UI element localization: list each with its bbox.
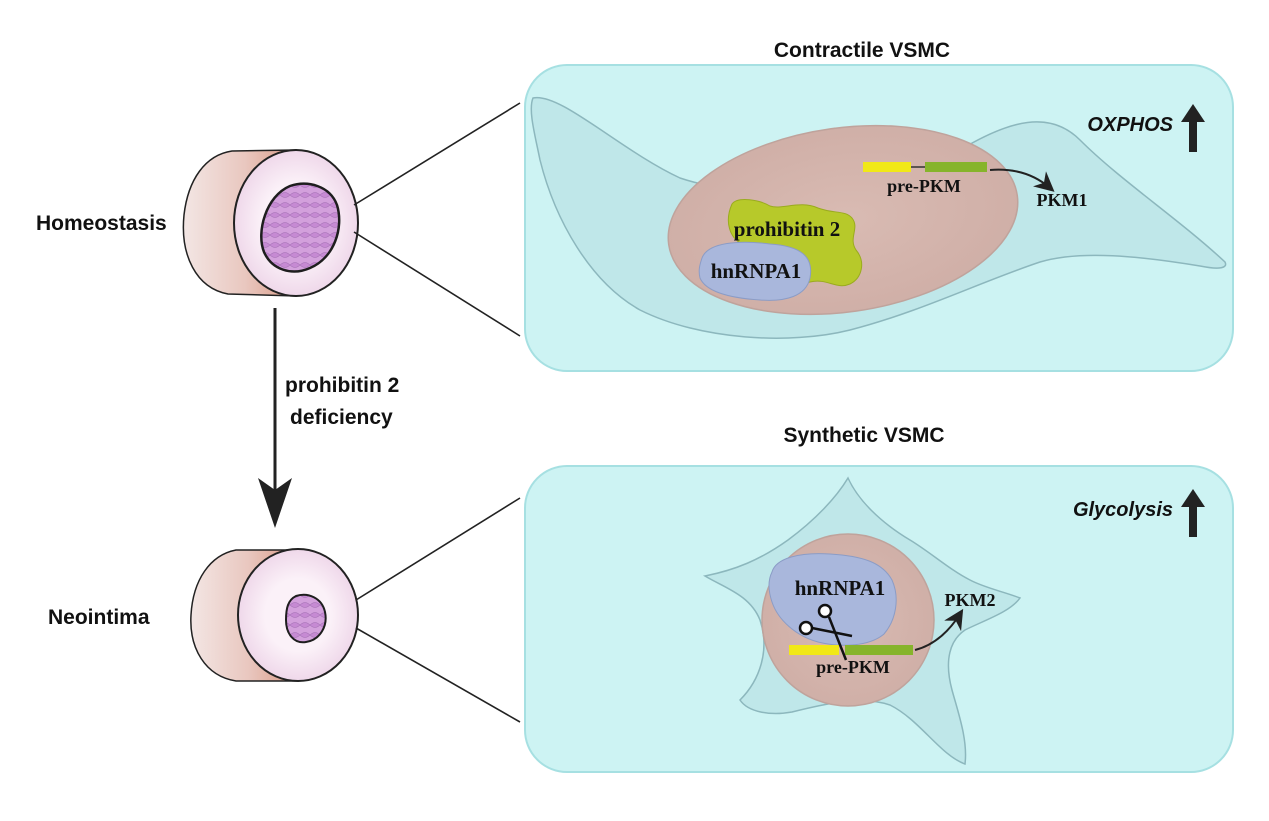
pkm1-label: PKM1 (1037, 190, 1088, 210)
hnrnpa1-protein-bottom (768, 553, 897, 646)
vessel-neointima-lumen (284, 593, 327, 644)
top-panel-title: Contractile VSMC (774, 39, 950, 62)
neointima-label: Neointima (48, 606, 150, 629)
oxphos-up-arrow-icon (1181, 104, 1205, 152)
prohibitin2-label: prohibitin 2 (734, 217, 840, 241)
pre-pkm-exon-yellow-top (863, 162, 911, 172)
scissors-icon (798, 603, 853, 661)
transition-down-arrow-icon (258, 308, 292, 528)
glycolysis-label: Glycolysis (1073, 499, 1173, 521)
vessel-neointima (190, 548, 359, 682)
hnrnpa1-label-top: hnRNPA1 (711, 259, 802, 283)
hnrnpa1-protein-top (698, 241, 812, 301)
pkm2-label: PKM2 (945, 590, 996, 610)
oxphos-label: OXPHOS (1087, 114, 1173, 136)
pre-pkm-label-bottom: pre-PKM (816, 657, 890, 677)
pre-pkm-exon-yellow-bottom (789, 645, 839, 655)
pre-pkm-label-top: pre-PKM (887, 176, 961, 196)
glycolysis-up-arrow-icon (1181, 489, 1205, 537)
homeostasis-label: Homeostasis (36, 212, 167, 235)
transition-label-line2: deficiency (290, 406, 393, 429)
top-panel: Contractile VSMC prohibitin 2 hnRNPA1 pr… (524, 39, 1234, 372)
zoom-line-bottom-upper (355, 497, 521, 601)
bottom-panel: Synthetic VSMC hnRNPA1 pre-PKM PKM2 Glyc… (524, 424, 1234, 773)
zoom-line-top-upper (353, 102, 521, 206)
splice-arrow-pkm2 (914, 608, 964, 651)
splice-arrow-pkm1 (989, 168, 1055, 192)
transition-label-line1: prohibitin 2 (285, 374, 399, 397)
vessel-homeostasis (182, 149, 359, 297)
pre-pkm-exon-green-top (925, 162, 987, 172)
bottom-panel-title: Synthetic VSMC (783, 424, 944, 447)
zoom-line-top-lower (353, 231, 521, 337)
zoom-line-bottom-lower (355, 627, 521, 723)
hnrnpa1-label-bottom: hnRNPA1 (795, 576, 886, 600)
vessel-homeostasis-lumen (260, 182, 341, 273)
pre-pkm-exon-green-bottom (845, 645, 913, 655)
